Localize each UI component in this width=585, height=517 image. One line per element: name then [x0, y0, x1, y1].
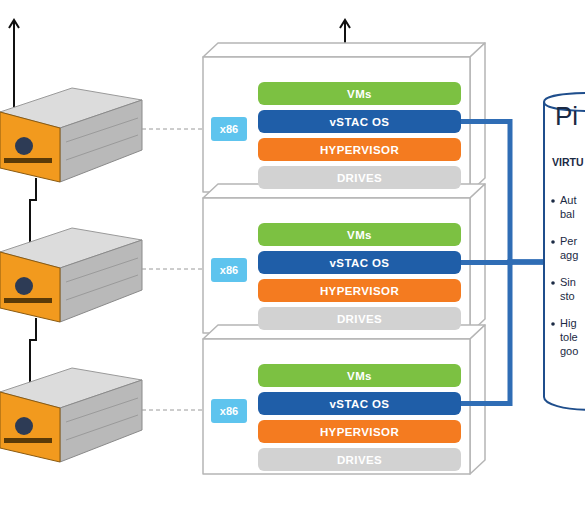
- hypervisor-layer: HYPERVISOR: [258, 420, 461, 443]
- drive-layer: DRIVES: [258, 307, 461, 330]
- node-box: [203, 184, 485, 333]
- node-label: x86: [220, 123, 238, 135]
- vm-layer: VMs: [258, 223, 461, 246]
- node-label: HYPERVISOR: [320, 285, 399, 297]
- node-label: x86: [220, 264, 238, 276]
- os-layer: vSTAC OS: [258, 392, 461, 415]
- server: [0, 228, 142, 322]
- node-label: vSTAC OS: [330, 257, 390, 269]
- node-label: DRIVES: [337, 313, 382, 325]
- cpu-tag: x86: [211, 258, 247, 282]
- node-label: DRIVES: [337, 454, 382, 466]
- node-label: x86: [220, 405, 238, 417]
- heading-text: VIRTU: [552, 156, 585, 169]
- drive-layer: DRIVES: [258, 166, 461, 189]
- node-label: vSTAC OS: [330, 398, 390, 410]
- server: [0, 88, 142, 182]
- data-link: [461, 262, 543, 404]
- node-box: [203, 43, 485, 192]
- node-label: VMs: [347, 370, 372, 382]
- server: [0, 368, 142, 462]
- bullet-text: Aut bal: [560, 194, 584, 222]
- node-label: DRIVES: [337, 172, 382, 184]
- cpu-tag: x86: [211, 399, 247, 423]
- data-link: [461, 260, 543, 266]
- vm-layer: VMs: [258, 364, 461, 387]
- bullet: [551, 199, 555, 203]
- node-label: HYPERVISOR: [320, 144, 399, 156]
- bullet: [551, 281, 555, 285]
- bullet: [551, 240, 555, 244]
- vm-layer: VMs: [258, 82, 461, 105]
- data-link: [461, 122, 543, 263]
- node-label: VMs: [347, 229, 372, 241]
- bullet-text: Per agg: [560, 235, 584, 263]
- bullet-text: Sin sto: [560, 276, 584, 304]
- hypervisor-layer: HYPERVISOR: [258, 138, 461, 161]
- cpu-tag: x86: [211, 117, 247, 141]
- storage-cylinder: PiVIRTU Aut balPer aggSin stoHig tole goo: [543, 92, 585, 412]
- os-layer: vSTAC OS: [258, 251, 461, 274]
- os-layer: vSTAC OS: [258, 110, 461, 133]
- drive-layer: DRIVES: [258, 448, 461, 471]
- brand-text: Pi: [555, 100, 585, 133]
- bullet-text: Hig tole goo: [560, 317, 584, 358]
- hypervisor-layer: HYPERVISOR: [258, 279, 461, 302]
- node-label: HYPERVISOR: [320, 426, 399, 438]
- node-label: vSTAC OS: [330, 116, 390, 128]
- node-box: [203, 325, 485, 474]
- node-label: VMs: [347, 88, 372, 100]
- bullet: [551, 322, 555, 326]
- cylinder-outline: [544, 93, 585, 410]
